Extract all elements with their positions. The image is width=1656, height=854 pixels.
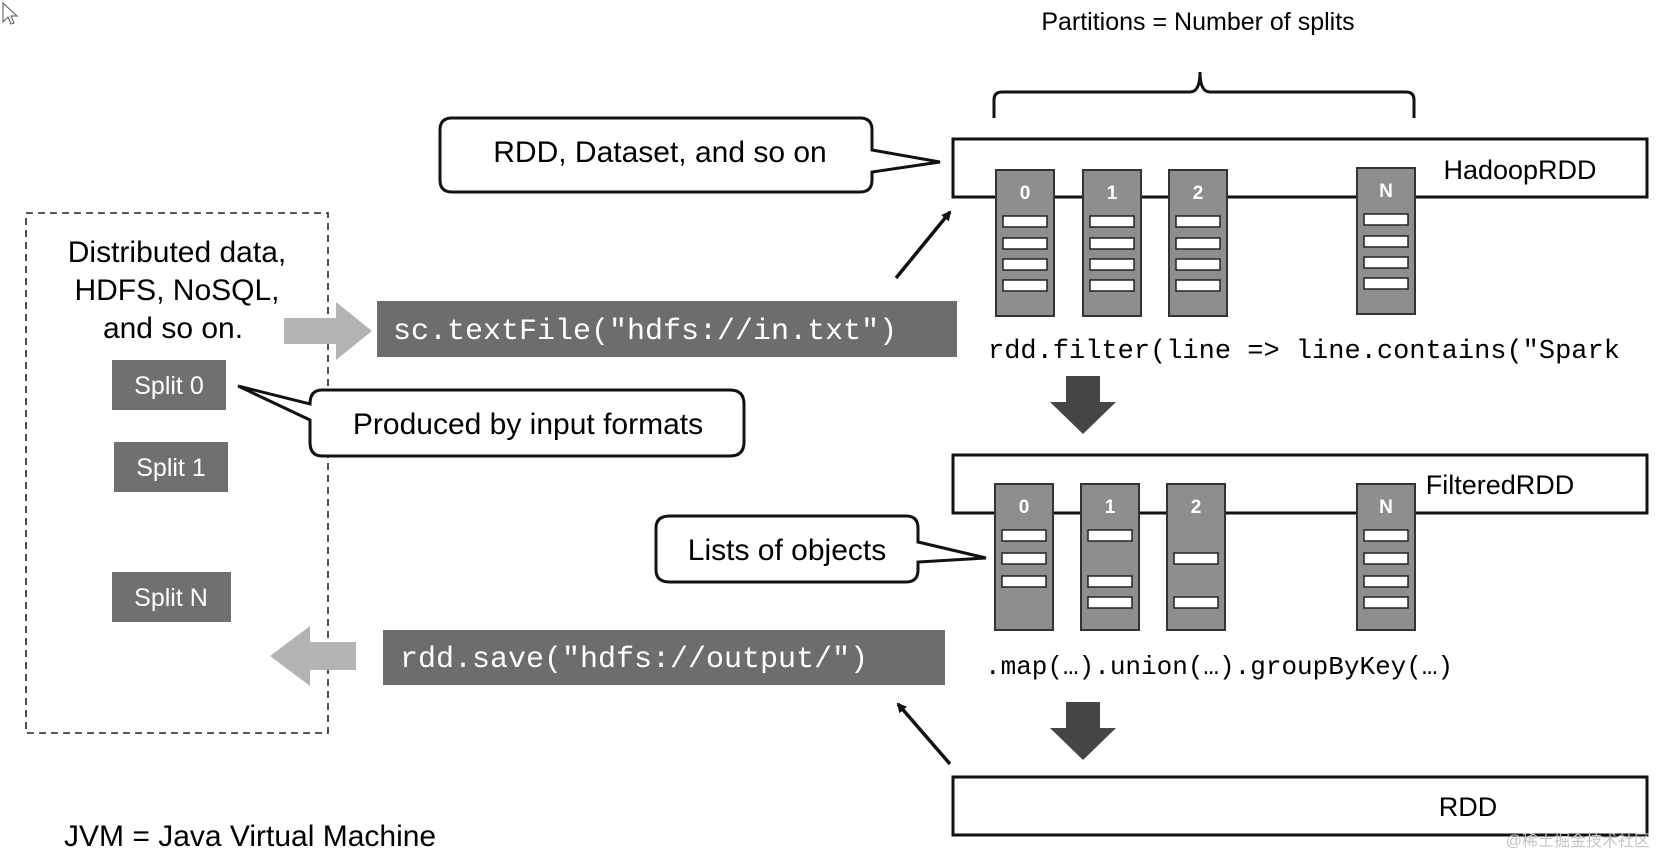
split-0-box xyxy=(112,360,226,410)
filtered-partition-n-label: N xyxy=(1379,497,1393,518)
down-arrow-1 xyxy=(1050,376,1116,434)
cursor-icon xyxy=(2,1,19,25)
read-to-hadoop-arrow xyxy=(894,210,952,280)
read-arrow xyxy=(284,302,372,360)
transform-code: .map(…).union(…).groupByKey(…) xyxy=(985,652,1453,682)
callout-lists-of-objects xyxy=(654,514,987,584)
callout-rdd-dataset xyxy=(438,116,941,194)
read-code: sc.textFile("hdfs://in.txt") xyxy=(393,315,897,349)
filtered-rdd-label: FilteredRDD xyxy=(1426,470,1575,500)
filtered-partition-0-label: 0 xyxy=(1019,497,1030,518)
filtered-partition-0 xyxy=(994,483,1054,631)
read-code-box xyxy=(377,301,957,357)
hadoop-partition-1 xyxy=(1082,169,1142,317)
callout-rdd-dataset-text: RDD, Dataset, and so on xyxy=(493,136,827,169)
split-n-label: Split N xyxy=(134,584,208,612)
filtered-rdd-bar xyxy=(951,453,1649,515)
split-n-box xyxy=(112,572,231,622)
split-1-box xyxy=(114,442,228,492)
split-1-label: Split 1 xyxy=(136,454,205,482)
hadoop-partition-2 xyxy=(1168,169,1228,317)
partitions-label: Partitions = Number of splits xyxy=(1041,8,1354,36)
final-rdd-bar xyxy=(951,775,1649,837)
hadoop-rdd-label: HadoopRDD xyxy=(1443,155,1596,185)
hadoop-partition-0 xyxy=(995,169,1055,317)
callout-input-formats-text: Produced by input formats xyxy=(353,408,703,441)
hadoop-rdd-bar xyxy=(951,137,1649,199)
down-arrow-2 xyxy=(1050,702,1116,760)
source-line-3: and so on. xyxy=(103,312,243,345)
filter-code: rdd.filter(line => line.contains("Spark xyxy=(988,337,1620,367)
hadoop-partition-1-label: 1 xyxy=(1107,183,1118,204)
watermark: @稀土掘金技术社区 xyxy=(1506,832,1650,850)
rdd-to-save-arrow xyxy=(896,702,952,766)
footnote: JVM = Java Virtual Machine xyxy=(64,820,436,853)
hadoop-partition-n xyxy=(1356,167,1416,315)
filtered-partition-1 xyxy=(1080,483,1140,631)
source-line-2: HDFS, NoSQL, xyxy=(74,274,279,307)
source-line-1: Distributed data, xyxy=(68,236,286,269)
hadoop-partition-2-label: 2 xyxy=(1193,183,1204,204)
filtered-partition-n xyxy=(1356,483,1416,631)
final-rdd-label: RDD xyxy=(1439,792,1498,822)
filtered-partition-1-label: 1 xyxy=(1105,497,1116,518)
save-code-box xyxy=(383,630,945,685)
partitions-brace xyxy=(992,71,1416,118)
filtered-partition-2 xyxy=(1166,483,1226,631)
data-source-box xyxy=(25,212,329,734)
filtered-partition-2-label: 2 xyxy=(1191,497,1202,518)
split-0-label: Split 0 xyxy=(134,372,203,400)
save-arrow xyxy=(270,626,356,686)
hadoop-partition-0-label: 0 xyxy=(1020,183,1031,204)
save-code: rdd.save("hdfs://output/") xyxy=(400,643,868,677)
callout-input-formats xyxy=(237,384,746,458)
callout-lists-of-objects-text: Lists of objects xyxy=(688,534,886,567)
hadoop-partition-n-label: N xyxy=(1379,181,1393,202)
